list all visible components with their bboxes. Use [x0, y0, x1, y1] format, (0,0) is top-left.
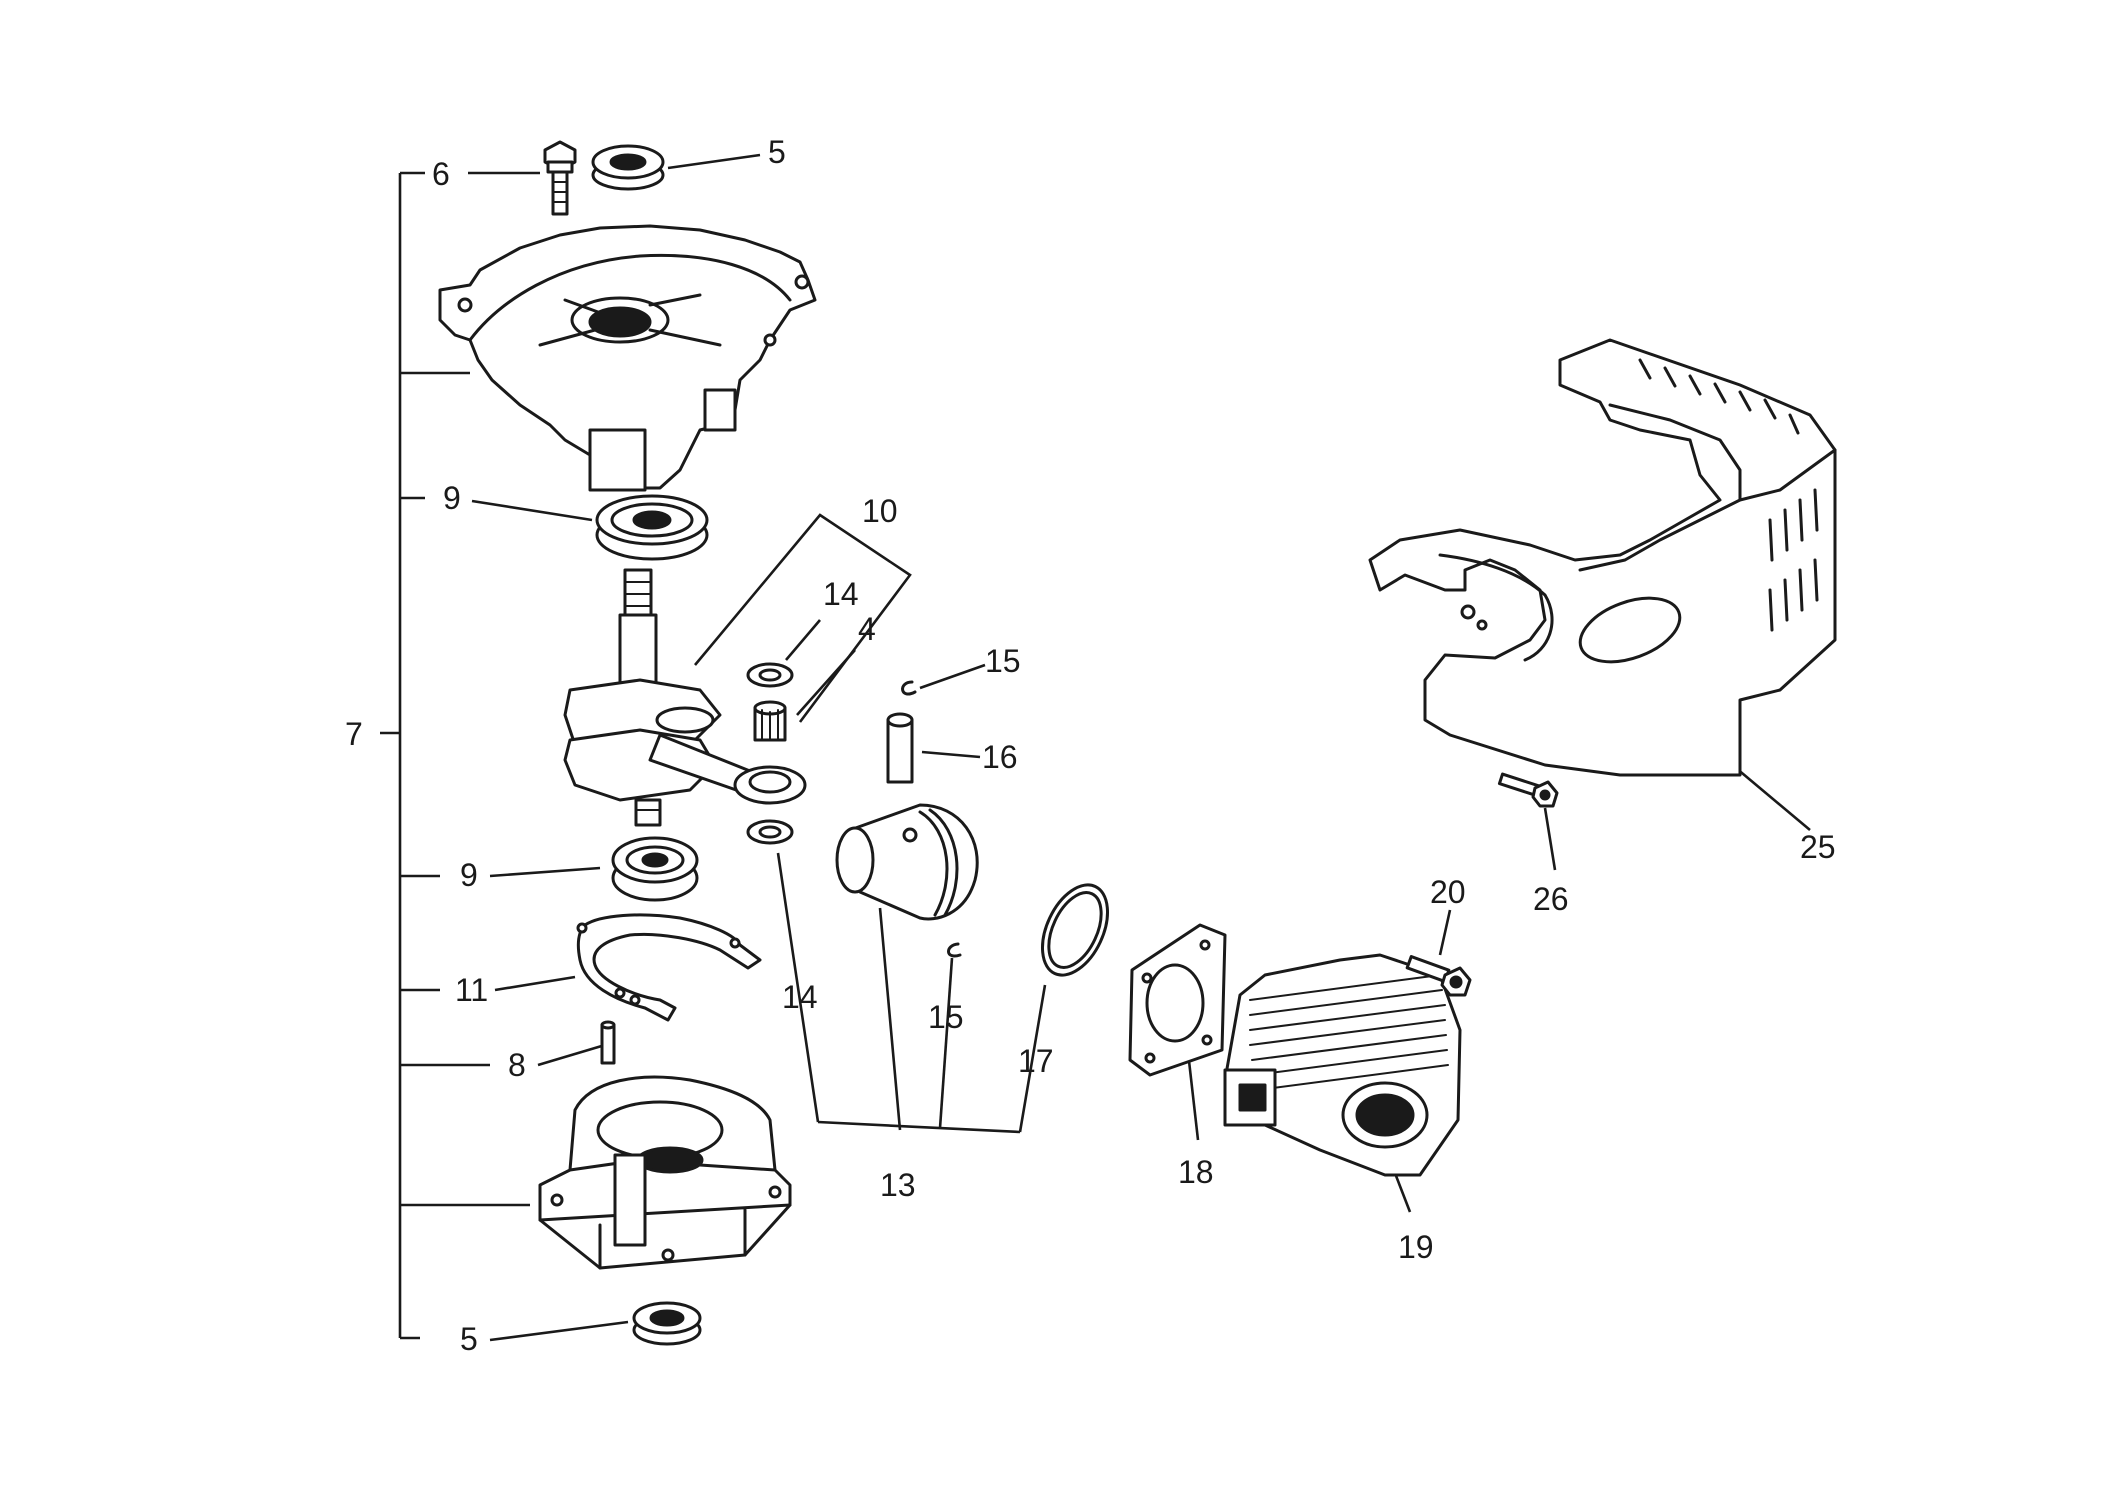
circlip-part-15-bottom [947, 942, 962, 958]
piston-pin-part-16 [886, 712, 914, 784]
callout-14-bottom: 14 [782, 979, 818, 1015]
callout-25: 25 [1800, 829, 1836, 865]
washer-part-14-bottom [746, 819, 794, 845]
cylinder-part-19 [1223, 953, 1462, 1177]
crankcase-upper-half [438, 224, 817, 492]
callout-20: 20 [1430, 874, 1466, 910]
washer-part-14-top [746, 662, 794, 688]
circlip-part-15-top [901, 680, 917, 696]
piston [835, 803, 979, 921]
ball-bearing-part-9-top [595, 494, 709, 561]
callout-14-top: 14 [823, 576, 859, 612]
bolt-part-20 [1405, 955, 1472, 997]
callout-5-top: 5 [768, 134, 786, 170]
callout-18: 18 [1178, 1154, 1214, 1190]
ball-bearing-part-9-bottom [611, 836, 699, 902]
callout-10: 10 [862, 493, 898, 529]
gasket-part-11 [576, 913, 762, 1022]
screw-part-26 [1497, 772, 1559, 808]
crankshaft-assembly [563, 568, 807, 827]
callout-13: 13 [880, 1167, 916, 1203]
callout-8: 8 [508, 1047, 526, 1083]
callout-26: 26 [1533, 881, 1569, 917]
oil-seal-part-5-top [591, 144, 665, 191]
callout-9-bottom: 9 [460, 857, 478, 893]
callout-4: 4 [858, 611, 876, 647]
piston-ring-part-17 [1041, 883, 1109, 977]
leader-lines [380, 153, 1811, 1342]
callout-7: 7 [345, 716, 363, 752]
callout-labels: 4 5 5 6 7 8 9 9 10 11 13 14 14 15 15 16 … [345, 134, 1836, 1357]
needle-bearing-part-4 [753, 700, 787, 742]
bolt-part-6 [543, 140, 577, 216]
callout-9-top: 9 [443, 480, 461, 516]
cylinder-gasket-part-18 [1128, 923, 1227, 1077]
cylinder-cover-part-25 [1368, 338, 1837, 777]
callout-15-bottom: 15 [928, 999, 964, 1035]
callout-16: 16 [982, 739, 1018, 775]
dowel-pin-part-8 [600, 1020, 616, 1065]
oil-seal-part-5-bottom [632, 1301, 702, 1346]
callout-19: 19 [1398, 1229, 1434, 1265]
callout-15-top: 15 [985, 643, 1021, 679]
crankcase-lower-half [538, 1075, 792, 1270]
callout-6: 6 [432, 156, 450, 192]
callout-17: 17 [1018, 1043, 1054, 1079]
callout-11: 11 [455, 972, 488, 1008]
callout-5-bottom: 5 [460, 1321, 478, 1357]
